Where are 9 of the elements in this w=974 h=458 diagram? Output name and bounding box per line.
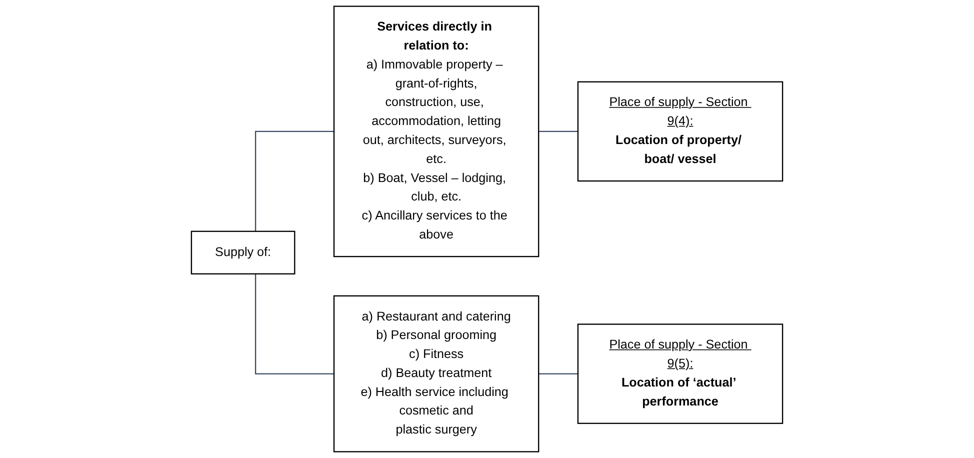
connector <box>254 274 334 374</box>
connector <box>538 130 578 132</box>
node-box: Supply of: <box>190 230 296 274</box>
connector <box>254 130 334 232</box>
connector <box>538 373 578 374</box>
node-box: Services directly in relation to: a) Immovable property – grant-of-rights, construction, use, accommodation, letting out, architects, surveyors, etc. b) Boat, Vessel – lodging, club, etc. c) Ancillary services to the above <box>333 6 540 258</box>
node-box: Place of supply - Section 9(5): Location of ‘actual’ performance <box>577 324 784 424</box>
node-box: a) Restaurant and catering b) Personal grooming c) Fitness d) Beauty treatment e) Health service including cosmetic and plastic surgery <box>333 295 540 452</box>
node-box: Place of supply - Section 9(4): Location of property/ boat/ vessel <box>577 81 784 182</box>
